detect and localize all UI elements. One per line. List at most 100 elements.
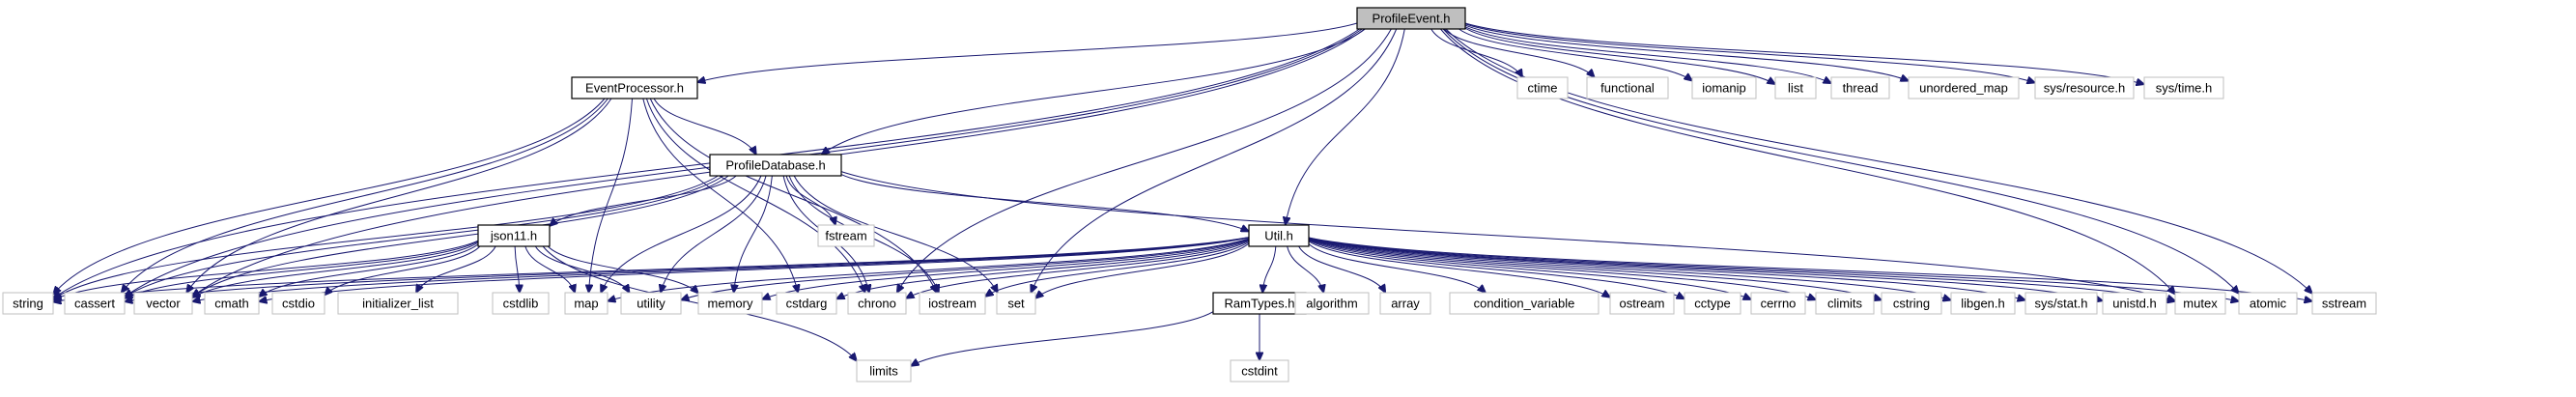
node-cstdlib: cstdlib	[492, 292, 550, 315]
edge-ramtypes-h-to-limits	[911, 311, 1214, 366]
node-box	[996, 292, 1036, 315]
edge-profileevent-h-to-iomanip	[1458, 28, 1693, 81]
node-eventprocessor-h[interactable]: EventProcessor.h	[571, 76, 698, 99]
node-box	[1774, 76, 1817, 99]
node-box	[1684, 292, 1741, 315]
node-cmath: cmath	[204, 292, 260, 315]
node-profileevent-h[interactable]: ProfileEvent.h	[1356, 7, 1466, 30]
node-functional: functional	[1586, 76, 1669, 99]
node-list: list	[1774, 76, 1817, 99]
edge-profileevent-h-to-chrono	[897, 28, 1392, 293]
node-condition-variable: condition_variable	[1449, 292, 1599, 315]
node-box	[2143, 76, 2224, 99]
node-box	[1815, 292, 1875, 315]
node-limits: limits	[856, 359, 912, 383]
edge-util-h-to-string	[53, 237, 1250, 302]
node-box	[856, 359, 912, 383]
node-fstream: fstream	[817, 224, 875, 247]
node-label: cerrno	[1761, 297, 1797, 311]
node-box	[1379, 292, 1431, 315]
node-label: condition_variable	[1474, 297, 1575, 311]
node-libgen-h: libgen.h	[1950, 292, 2016, 315]
edge-json11-h-to-vector	[192, 241, 479, 298]
edge-profileevent-h-to-unordered-map	[1464, 24, 1909, 81]
node-label: climits	[1827, 297, 1863, 311]
node-label: iomanip	[1702, 81, 1746, 96]
edge-util-h-to-set	[1035, 242, 1250, 298]
node-box	[2102, 292, 2167, 315]
edge-util-h-to-memory	[762, 239, 1250, 299]
node-label: EventProcessor.h	[585, 81, 684, 96]
edge-profileevent-h-to-string	[53, 28, 1360, 298]
node-box	[204, 292, 260, 315]
edge-profileevent-h-to-sys-resource-h	[1464, 23, 2035, 83]
node-box	[64, 292, 126, 315]
node-box	[697, 292, 763, 315]
node-cstring: cstring	[1881, 292, 1942, 315]
node-box	[1586, 76, 1669, 99]
node-box	[1230, 359, 1289, 383]
node-box	[620, 292, 682, 315]
edge-profileevent-h-to-functional	[1443, 28, 1595, 77]
node-label: sstream	[2322, 297, 2366, 311]
edge-util-h-to-chrono	[906, 240, 1250, 298]
node-label: array	[1391, 297, 1420, 311]
edge-profiledatabase-h-to-json11-h	[550, 175, 737, 226]
node-label: chrono	[858, 297, 896, 311]
node-cstdint: cstdint	[1230, 359, 1289, 383]
node-box	[817, 224, 875, 247]
edge-profiledatabase-h-to-mutex	[840, 171, 2175, 301]
edge-util-h-to-utility	[681, 238, 1250, 299]
edge-eventprocessor-h-to-chrono	[645, 98, 864, 293]
edge-util-h-to-sstream	[1308, 237, 2312, 301]
node-memory: memory	[697, 292, 763, 315]
edge-eventprocessor-h-to-iostream	[649, 98, 937, 293]
node-chrono: chrono	[847, 292, 907, 315]
node-utility: utility	[620, 292, 682, 315]
node-string: string	[2, 292, 54, 315]
edge-profileevent-h-to-mutex	[1440, 28, 2175, 295]
node-label: cstring	[1893, 297, 1930, 311]
node-box	[492, 292, 550, 315]
edge-profileevent-h-to-set	[1031, 28, 1398, 293]
node-util-h[interactable]: Util.h	[1248, 224, 1310, 247]
edge-util-h-to-sys-stat-h	[1308, 238, 2025, 300]
edge-profileevent-h-to-sys-time-h	[1464, 22, 2144, 84]
node-thread: thread	[1830, 76, 1890, 99]
node-label: string	[13, 297, 43, 311]
edge-util-h-to-cmath	[259, 237, 1250, 301]
edge-util-h-to-cassert	[125, 237, 1250, 301]
node-label: Util.h	[1264, 229, 1293, 243]
edge-util-h-to-map	[608, 238, 1250, 301]
node-label: atomic	[2250, 297, 2287, 311]
node-label: cstdlib	[503, 297, 539, 311]
edge-profiledatabase-h-to-utility	[661, 175, 767, 293]
node-unistd-h: unistd.h	[2102, 292, 2167, 315]
node-box	[1449, 292, 1599, 315]
node-label: RamTypes.h	[1225, 297, 1295, 311]
node-cstdio: cstdio	[271, 292, 326, 315]
node-ostream: ostream	[1609, 292, 1675, 315]
node-label: sys/resource.h	[2044, 81, 2126, 96]
node-label: ostream	[1620, 297, 1665, 311]
edge-util-h-to-iostream	[985, 241, 1250, 297]
node-ramtypes-h[interactable]: RamTypes.h	[1212, 292, 1307, 315]
node-box	[1248, 224, 1310, 247]
node-label: algorithm	[1306, 297, 1357, 311]
node-box	[1750, 292, 1806, 315]
node-label: ProfileEvent.h	[1373, 12, 1451, 26]
node-box	[337, 292, 459, 315]
node-profiledatabase-h[interactable]: ProfileDatabase.h	[709, 154, 842, 177]
edge-profiledatabase-h-to-vector	[192, 175, 729, 297]
edges-layer	[53, 22, 2312, 366]
edge-eventprocessor-h-to-vector	[186, 98, 612, 293]
node-box	[2034, 76, 2135, 99]
edge-profileevent-h-to-list	[1464, 27, 1775, 84]
node-box	[776, 292, 837, 315]
node-label: vector	[146, 297, 181, 311]
edge-eventprocessor-h-to-cassert	[122, 98, 609, 293]
edge-util-h-to-cstring	[1308, 238, 1882, 299]
node-json11-h[interactable]: json11.h	[477, 224, 551, 247]
node-iostream: iostream	[919, 292, 986, 315]
